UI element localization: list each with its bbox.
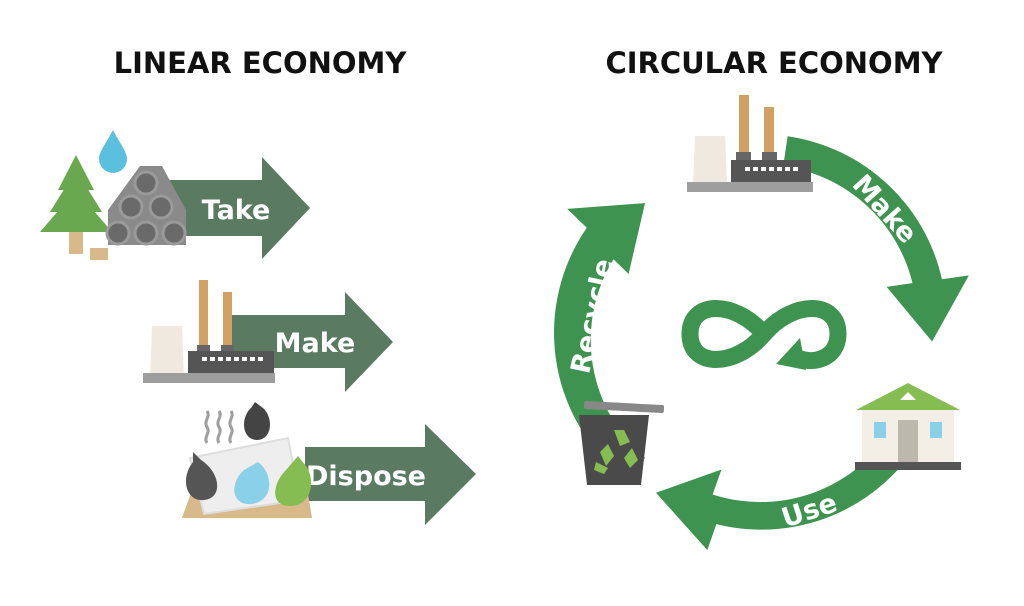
dispose-label: Dispose: [306, 461, 426, 492]
landfill-icon: [182, 402, 312, 518]
circular-cycle: Make Use Recycle: [554, 95, 969, 551]
dispose-arrow: [305, 424, 476, 525]
circular-make-arrow: [783, 136, 969, 342]
trash-bag-icon: [186, 402, 312, 506]
circular-use-arrow: [656, 420, 927, 551]
linear-economy-title: LINEAR ECONOMY: [114, 46, 408, 80]
circular-economy-title: CIRCULAR ECONOMY: [605, 46, 943, 80]
circular-make-label: Make: [846, 169, 923, 250]
dispose-step: Dispose: [182, 402, 476, 525]
circular-use-label: Use: [778, 487, 841, 534]
recycle-symbol-icon: [594, 430, 638, 474]
pipes-icon: [105, 166, 187, 246]
take-step: Take: [40, 130, 310, 260]
water-drop-icon: [99, 130, 127, 173]
circular-recycle-arrow: [554, 203, 646, 475]
make-label: Make: [275, 328, 356, 359]
make-step: Make: [143, 280, 393, 392]
factory-icon: [143, 280, 275, 383]
house-icon: [855, 383, 961, 470]
take-arrow: [165, 157, 310, 259]
take-label: Take: [202, 195, 271, 226]
infinity-icon: [681, 300, 847, 370]
recycle-bin-icon: [579, 401, 665, 485]
circular-factory-icon: [687, 95, 813, 192]
tree-icon: [40, 155, 112, 260]
